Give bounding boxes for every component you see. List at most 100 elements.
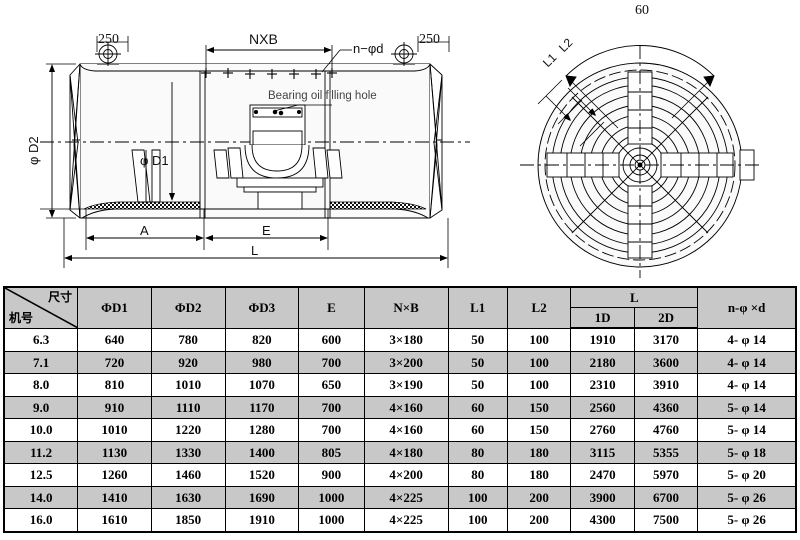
corner-header-cell: 尺寸 机号: [3, 286, 79, 329]
cell-phi-d1: 810: [77, 373, 152, 397]
cell-phi-d3: 980: [224, 350, 300, 374]
header-n-phi-d: n-φ ×d: [697, 286, 797, 329]
side-elevation-drawing: [40, 36, 470, 268]
header-row-sub: 1D 2D: [4, 307, 796, 329]
cell-e: 700: [298, 350, 365, 374]
cell-n-phi-d: 5- φ 18: [697, 440, 797, 464]
cell-l-1d: 4300: [570, 508, 635, 532]
cell-model: 16.0: [3, 508, 79, 532]
header-row-main: 尺寸 机号 ΦD1 ΦD2 ΦD3 E N×B L1 L2 L n-φ ×d: [3, 286, 797, 329]
cell-l2: 150: [506, 395, 572, 419]
table-head: 尺寸 机号 ΦD1 ΦD2 ΦD3 E N×B L1 L2 L n-φ ×d 1…: [3, 286, 797, 329]
cell-phi-d1: 1260: [77, 463, 152, 487]
cell-l-2d: 7500: [633, 508, 699, 532]
cell-model: 10.0: [3, 418, 79, 442]
cell-phi-d2: 1220: [150, 418, 226, 442]
cell-l2: 180: [506, 440, 572, 464]
cell-phi-d2: 1630: [150, 485, 226, 509]
cell-n-phi-d: 5- φ 20: [697, 463, 797, 487]
cell-n-times-b: 4×225: [363, 485, 449, 509]
cell-phi-d1: 910: [77, 395, 152, 419]
cell-phi-d2: 920: [150, 350, 226, 374]
cell-e: 1000: [298, 508, 365, 532]
corner-diagonal-line: [5, 288, 77, 327]
cell-l1: 100: [447, 508, 508, 532]
cell-n-phi-d: 4- φ 14: [697, 373, 797, 397]
cell-e: 700: [298, 418, 365, 442]
technical-drawings-area: 250 250 NXB n−φd Bearing oil filling hol…: [26, 3, 762, 278]
cell-l2: 200: [506, 485, 572, 509]
phi-d1-label: φ D1: [140, 153, 169, 168]
cell-phi-d1: 1130: [77, 440, 152, 464]
cell-phi-d2: 1330: [150, 440, 226, 464]
cell-phi-d3: 1520: [224, 463, 300, 487]
cell-l2: 200: [506, 508, 572, 532]
dimension-a-label: A: [140, 223, 149, 238]
cell-l-1d: 1910: [570, 327, 635, 352]
header-l-group: L: [570, 286, 699, 308]
header-phi-d1: ΦD1: [77, 286, 152, 329]
cell-e: 600: [298, 327, 365, 352]
cell-l-2d: 3910: [633, 373, 699, 397]
cell-n-phi-d: 4- φ 14: [697, 327, 797, 352]
cell-l-2d: 6700: [633, 485, 699, 509]
cell-e: 650: [298, 373, 365, 397]
cell-e: 700: [298, 395, 365, 419]
cell-l-2d: 3170: [633, 327, 699, 352]
cell-model: 6.3: [3, 327, 79, 352]
header-l1: L1: [447, 286, 508, 329]
cell-phi-d2: 1110: [150, 395, 226, 419]
cell-model: 8.0: [3, 373, 79, 397]
cell-n-times-b: 4×180: [363, 440, 449, 464]
corner-label-dimension: 尺寸: [48, 290, 73, 304]
cell-l-1d: 2560: [570, 395, 635, 419]
corner-label-model: 机号: [9, 310, 34, 325]
cell-model: 14.0: [3, 485, 79, 509]
cell-n-times-b: 4×160: [363, 418, 449, 442]
cell-l2: 100: [506, 350, 572, 374]
cell-phi-d3: 1690: [224, 485, 300, 509]
n-phi-d-label: n−φd: [353, 41, 384, 56]
cell-n-phi-d: 5- φ 26: [697, 485, 797, 509]
cell-phi-d3: 1070: [224, 373, 300, 397]
cell-phi-d2: 1850: [150, 508, 226, 532]
cell-phi-d1: 720: [77, 350, 152, 374]
cell-e: 805: [298, 440, 365, 464]
cell-n-times-b: 3×180: [363, 327, 449, 352]
cell-n-times-b: 4×160: [363, 395, 449, 419]
cell-n-times-b: 3×200: [363, 350, 449, 374]
cell-l-2d: 4360: [633, 395, 699, 419]
cell-l2: 180: [506, 463, 572, 487]
cell-model: 11.2: [3, 440, 79, 464]
header-e: E: [298, 286, 365, 329]
bearing-oil-filling-hole-note: Bearing oil filling hole: [268, 90, 377, 102]
cell-phi-d3: 1910: [224, 508, 300, 532]
cell-l1: 50: [447, 373, 508, 397]
cell-e: 900: [298, 463, 365, 487]
cell-l1: 60: [447, 418, 508, 442]
cell-l-1d: 2310: [570, 373, 635, 397]
cell-l2: 150: [506, 418, 572, 442]
cell-phi-d1: 1410: [77, 485, 152, 509]
cell-model: 9.0: [3, 395, 79, 419]
angle-60-label: 60: [635, 3, 649, 18]
cell-l1: 100: [447, 485, 508, 509]
header-phi-d3: ΦD3: [224, 286, 300, 329]
dimension-e-label: E: [262, 223, 271, 238]
cell-l2: 100: [506, 327, 572, 352]
header-n-times-b: N×B: [363, 286, 449, 329]
cell-phi-d2: 1010: [150, 373, 226, 397]
cell-l1: 80: [447, 463, 508, 487]
cell-n-times-b: 3×190: [363, 373, 449, 397]
cell-l2: 100: [506, 373, 572, 397]
cell-l1: 80: [447, 440, 508, 464]
cell-phi-d1: 1610: [77, 508, 152, 532]
